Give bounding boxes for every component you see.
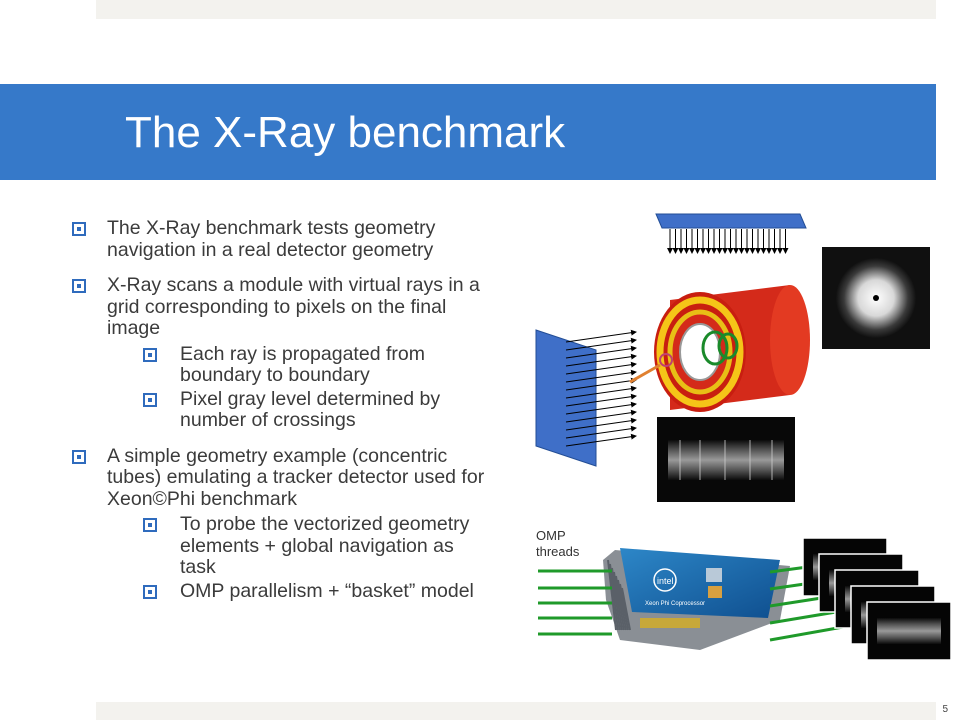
sub-bullet-text: Pixel gray level determined by number of… (180, 387, 441, 431)
card-brand: intel (657, 576, 674, 586)
top-bar (96, 0, 936, 19)
sub-bullet: To probe the vectorized geometry element… (143, 513, 492, 579)
bullet-square-icon (72, 222, 86, 236)
sub-bullet: OMP parallelism + “basket” model (143, 579, 492, 603)
detector-geometry-image (629, 285, 810, 412)
scan-result-image (657, 417, 795, 502)
omp-threads-label: OMP threads (536, 528, 580, 559)
omp-thread-lines (538, 558, 861, 642)
bullet-square-icon (143, 347, 157, 362)
title-band (0, 84, 936, 180)
sub-bullet-text: OMP parallelism + “basket” model (180, 579, 474, 602)
bullet-square-icon (143, 584, 157, 599)
xray-spot-image (822, 247, 930, 349)
bullet-text: X-Ray scans a module with virtual rays i… (107, 274, 480, 339)
bottom-bar (96, 702, 936, 720)
bullet-2: X-Ray scans a module with virtual rays i… (72, 274, 492, 432)
bullet-square-icon (72, 449, 86, 464)
bullet-3: A simple geometry example (concentric tu… (72, 444, 492, 603)
bullet-square-icon (72, 279, 86, 293)
sub-bullet-text: To probe the vectorized geometry element… (180, 513, 470, 578)
sub-bullet-text: Each ray is propagated from boundary to … (180, 342, 425, 386)
ray-source-side (535, 329, 637, 467)
thread-output-images (802, 537, 952, 661)
card-label: Xeon Phi Coprocessor (645, 601, 705, 607)
bullet-square-icon (143, 392, 157, 407)
bullet-1: The X-Ray benchmark tests geometry navig… (72, 217, 492, 261)
bullet-square-icon (143, 518, 157, 532)
sub-bullet: Pixel gray level determined by number of… (143, 387, 492, 432)
bullet-text: The X-Ray benchmark tests geometry navig… (107, 217, 436, 261)
ray-source-top (655, 213, 807, 254)
page-number: 5 (942, 704, 948, 715)
xeon-phi-card-image: intel Xeon Phi Coprocessor (603, 548, 790, 650)
bullet-list: The X-Ray benchmark tests geometry navig… (72, 217, 492, 616)
slide-title: The X-Ray benchmark (125, 108, 566, 157)
bullet-text: A simple geometry example (concentric tu… (107, 444, 485, 510)
sub-bullet: Each ray is propagated from boundary to … (143, 342, 492, 387)
